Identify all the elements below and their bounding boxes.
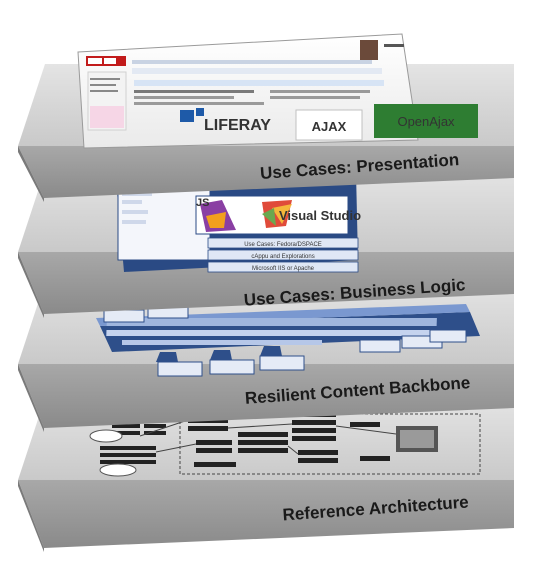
backbone-block-diagram (96, 304, 480, 377)
svg-text:JS: JS (196, 197, 209, 209)
visual-studio-logo: Visual Studio (262, 200, 361, 228)
visual-studio-text: Visual Studio (279, 208, 361, 223)
bl-row-2: cAppu and Explorations (251, 254, 314, 260)
liferay-logo: LIFERAY (180, 108, 271, 134)
slab-front (18, 146, 514, 198)
openajax-logo: OpenAjax (374, 104, 478, 138)
bl-row-3: Microsoft IIS or Apache (252, 266, 315, 272)
bl-row-1: Use Cases: Fedora/DSPACE (244, 242, 322, 248)
layer-content-backbone: Resilient Content Backbone (18, 282, 514, 432)
ajax-logo: AJAX (295, 109, 363, 141)
ajax-text: AJAX (312, 119, 347, 134)
slab-front (18, 480, 514, 548)
liferay-text: LIFERAY (204, 117, 271, 134)
slab-front (18, 364, 514, 428)
layer-presentation: LIFERAY AJAX OpenAjax Use Cases: Present… (18, 33, 514, 202)
openajax-text: OpenAjax (397, 114, 455, 129)
